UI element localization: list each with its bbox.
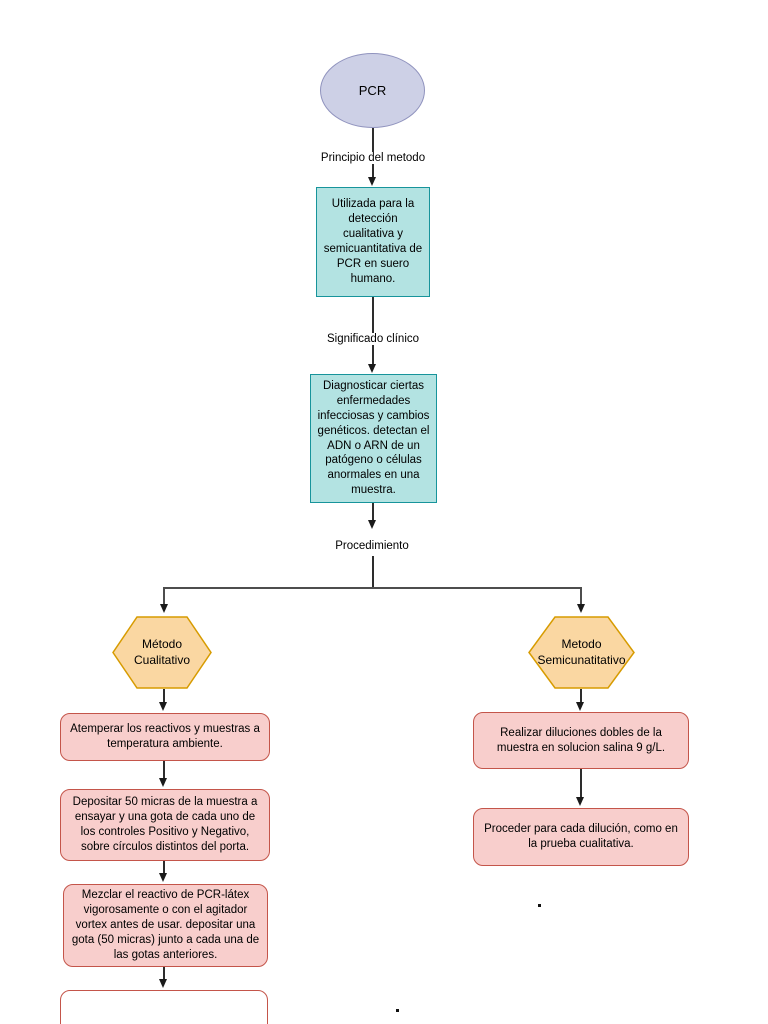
connector-line (163, 967, 165, 979)
step-qualitative-1: Atemperar los reactivos y muestras a tem… (60, 713, 270, 761)
arrowhead-down (159, 604, 168, 613)
arrowhead-down (158, 979, 167, 988)
step-text: Depositar 50 micras de la muestra a ensa… (72, 796, 258, 853)
branch-line-right (580, 587, 582, 604)
node-qualitative-method: Método Cualitativo (112, 616, 212, 689)
arrowhead-down (158, 873, 167, 882)
node-principle-text: Utilizada para la detección cualitativa … (323, 198, 423, 285)
arrowhead-down (158, 778, 167, 787)
stray-dot (538, 904, 541, 907)
arrowhead-down (575, 797, 584, 806)
connector-line (372, 556, 374, 589)
arrowhead-down (576, 604, 585, 613)
hexagon-shape (528, 616, 635, 689)
edge-label-procedure: Procedimiento (332, 540, 412, 552)
connector-line (163, 861, 165, 873)
step-text: Proceder para cada dilución, como en la … (484, 823, 678, 850)
step-semiquantitative-1: Realizar diluciones dobles de la muestra… (473, 712, 689, 769)
node-clinical: Diagnosticar ciertas enfermedades infecc… (310, 374, 437, 503)
node-semiquantitative-label: Metodo Semicunatitativo (537, 636, 626, 667)
connector-line (372, 503, 374, 520)
arrowhead-down (368, 364, 376, 373)
connector-line (163, 689, 165, 702)
connector-line (372, 297, 374, 364)
branch-line (164, 587, 582, 589)
step-qualitative-2: Depositar 50 micras de la muestra a ensa… (60, 789, 270, 861)
node-principle: Utilizada para la detección cualitativa … (316, 187, 430, 297)
connector-line (580, 769, 582, 797)
arrowhead-down (368, 177, 376, 186)
step-qualitative-4-cutoff (60, 990, 268, 1024)
stray-dot (396, 1009, 399, 1012)
step-text: Atemperar los reactivos y muestras a tem… (70, 723, 260, 750)
node-semiquantitative-method: Metodo Semicunatitativo (528, 616, 635, 689)
branch-line-left (163, 587, 165, 604)
connector-line (163, 761, 165, 778)
arrowhead-down (368, 520, 376, 529)
arrowhead-down (575, 702, 584, 711)
step-text: Mezclar el reactivo de PCR-látex vigoros… (71, 889, 260, 961)
node-clinical-text: Diagnosticar ciertas enfermedades infecc… (317, 379, 430, 497)
node-pcr: PCR (320, 53, 425, 128)
arrowhead-down (158, 702, 167, 711)
connector-line (580, 689, 582, 702)
step-qualitative-3: Mezclar el reactivo de PCR-látex vigoros… (63, 884, 268, 967)
node-qualitative-label: Método Cualitativo (133, 636, 191, 667)
hexagon-shape (112, 616, 212, 689)
edge-label-principle: Principio del metodo (317, 152, 429, 164)
step-semiquantitative-2: Proceder para cada dilución, como en la … (473, 808, 689, 866)
edge-label-clinical: Significado clínico (323, 333, 423, 345)
node-pcr-label: PCR (358, 83, 387, 98)
step-text: Realizar diluciones dobles de la muestra… (496, 726, 666, 754)
